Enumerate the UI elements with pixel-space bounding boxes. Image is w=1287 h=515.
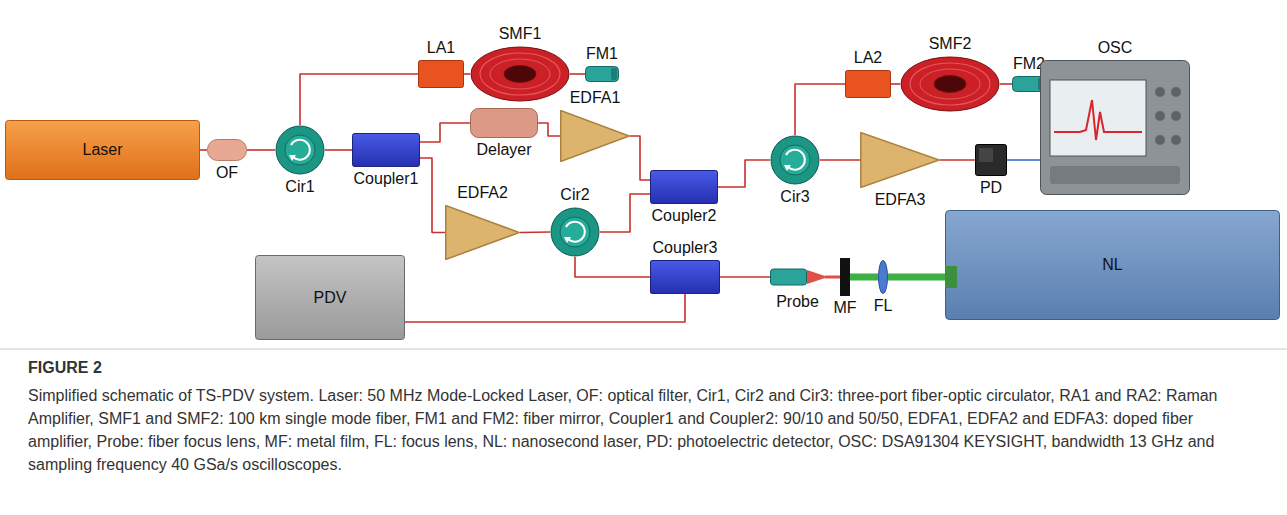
component-shape: [860, 132, 940, 188]
component-shape: [585, 66, 619, 82]
component-label: OF: [216, 164, 238, 182]
component-label: Probe: [776, 293, 819, 311]
component-label: EDFA1: [570, 89, 621, 107]
fiber-link: [940, 159, 975, 161]
component-shape: [550, 207, 600, 257]
fiber-link: [1007, 159, 1040, 161]
laser-beam: [850, 274, 878, 281]
component-shape: [650, 260, 720, 294]
amplifier-triangle: EDFA1: [560, 110, 630, 162]
component-shape: [445, 205, 520, 260]
component-shape: [275, 125, 325, 175]
fiber-link: [420, 123, 470, 142]
oscilloscope: OSC: [1040, 60, 1190, 195]
component-label: LA2: [854, 49, 882, 67]
optical-filter: OF: [207, 139, 247, 161]
coupler: Coupler2: [650, 170, 718, 204]
component-label: Coupler3: [653, 239, 718, 257]
fiber-link: [1000, 83, 1012, 85]
amplifier-triangle: EDFA3: [860, 132, 940, 188]
component-shape: [975, 144, 1007, 176]
fiber-spool: SMF2: [900, 56, 1000, 112]
component-label: Coupler2: [652, 207, 717, 225]
component-shape: [418, 60, 464, 88]
fiber-link: [325, 149, 352, 151]
fiber-link: [570, 73, 585, 75]
amplifier-box: LA1: [418, 60, 464, 88]
component-shape: [770, 264, 825, 290]
component-label: MF: [833, 299, 856, 317]
amplifier-box: LA2: [845, 70, 891, 98]
fiber-link: [630, 136, 650, 180]
fiber-link: [600, 194, 650, 232]
fiber-link: [520, 231, 550, 233]
fiber-spool: SMF1: [470, 46, 570, 102]
delay-line: Delayer: [470, 108, 538, 138]
component-label: Coupler1: [354, 170, 419, 188]
component-name: PDV: [314, 289, 347, 307]
fiber-mirror: FM1: [585, 66, 619, 82]
photodetector: PD: [975, 144, 1007, 176]
component-shape: [560, 110, 630, 162]
fiber-link: [420, 158, 445, 233]
fiber-link: [538, 123, 560, 136]
fiber-link: [300, 74, 418, 125]
circulator: Cir3: [770, 135, 820, 185]
fiber-link: [825, 276, 840, 279]
laser-source: Laser: [5, 120, 200, 180]
fiber-link: [575, 257, 650, 277]
coupler: Coupler3: [650, 260, 720, 294]
component-name: Laser: [82, 141, 122, 159]
probe: Probe: [770, 264, 825, 290]
component-shape: [878, 260, 888, 294]
figure-caption: Simplified schematic of TS-PDV system. L…: [28, 384, 1258, 476]
component-label: LA1: [427, 39, 455, 57]
pdv-unit: PDV: [255, 255, 405, 340]
fiber-link: [891, 83, 900, 85]
focus-lens: FL: [878, 260, 888, 294]
circulator: Cir2: [550, 207, 600, 257]
component-shape: [845, 70, 891, 98]
fiber-link: [464, 73, 470, 75]
component-label: Cir3: [780, 188, 809, 206]
component-shape: [470, 46, 570, 102]
component-label: Delayer: [476, 141, 531, 159]
fiber-link: [718, 160, 770, 187]
circulator: Cir1: [275, 125, 325, 175]
component-shape: [207, 139, 247, 161]
component-shape: [352, 133, 420, 167]
fiber-link: [820, 159, 860, 161]
caption-rule: [0, 349, 1287, 350]
fiber-link: [247, 149, 275, 151]
figure-title: FIGURE 2: [28, 358, 102, 378]
fiber-link: [720, 276, 770, 278]
laser-beam: [888, 274, 945, 281]
fiber-link: [795, 84, 845, 135]
component-shape: [1040, 60, 1190, 195]
component-shape: [650, 170, 718, 204]
metal-film: MF: [840, 258, 850, 296]
component-name: NL: [1102, 256, 1122, 274]
component-label: SMF1: [499, 25, 542, 43]
fiber-link: [405, 294, 685, 322]
fiber-link: [200, 149, 207, 151]
component-shape: [900, 56, 1000, 112]
nanosecond-laser: NL: [945, 210, 1280, 320]
component-label: PD: [980, 179, 1002, 197]
component-label: FL: [874, 297, 893, 315]
component-label: EDFA3: [875, 191, 926, 209]
component-shape: [840, 258, 850, 296]
coupler: Coupler1: [352, 133, 420, 167]
component-shape: [770, 135, 820, 185]
component-label: SMF2: [929, 35, 972, 53]
component-shape: [470, 108, 538, 138]
component-label: FM1: [586, 45, 618, 63]
component-label: EDFA2: [457, 184, 508, 202]
component-label: Cir1: [285, 178, 314, 196]
component-label: Cir2: [560, 186, 589, 204]
amplifier-triangle: EDFA2: [445, 205, 520, 260]
component-label: OSC: [1098, 39, 1133, 57]
